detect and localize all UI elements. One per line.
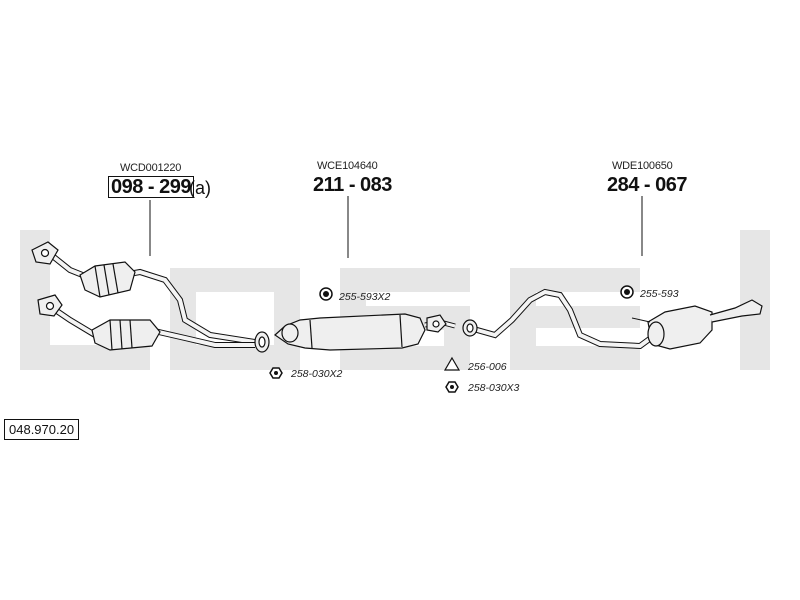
nut-icon-rear — [445, 381, 459, 393]
manifold-flange-upper — [31, 241, 59, 265]
flange-joint-front — [254, 331, 270, 353]
part-suffix-1: (a) — [189, 178, 211, 198]
leader-lines — [149, 196, 643, 258]
part-number-1[interactable]: 098 - 299 — [108, 176, 195, 198]
front-pipe-assembly — [31, 241, 270, 353]
front-catalytic-converter-lower — [91, 319, 161, 351]
nut-rear-label: 258-030X3 — [468, 382, 520, 394]
part-reference-3: WDE100650 — [612, 160, 673, 172]
rear-silencer — [647, 299, 763, 350]
gasket-icon — [443, 356, 461, 371]
part-number-3[interactable]: 284 - 067 — [607, 174, 688, 196]
center-silencer — [274, 313, 456, 351]
part-reference-1: WCD001220 — [120, 162, 182, 174]
part-number-2[interactable]: 211 - 083 — [313, 174, 392, 196]
gasket-label: 256-006 — [468, 361, 507, 373]
rubber-mount-rear-label: 255-593 — [640, 288, 679, 300]
rubber-mount-front-label: 255-593X2 — [339, 291, 391, 303]
flange-joint-rear — [462, 319, 478, 337]
front-catalytic-converter-upper — [79, 261, 136, 298]
nut-front-label: 258-030X2 — [291, 368, 343, 380]
diagram-number: 048.970.20 — [4, 419, 80, 440]
rubber-mount-icon-front — [319, 287, 333, 301]
rubber-mount-icon-rear — [620, 285, 634, 299]
manifold-flange-lower — [37, 294, 63, 317]
flange-joint-center — [426, 314, 447, 333]
rear-pipe-assembly — [462, 288, 763, 350]
part-reference-2: WCE104640 — [317, 160, 378, 172]
watermark-logo — [20, 230, 770, 370]
nut-icon-front — [269, 367, 283, 379]
